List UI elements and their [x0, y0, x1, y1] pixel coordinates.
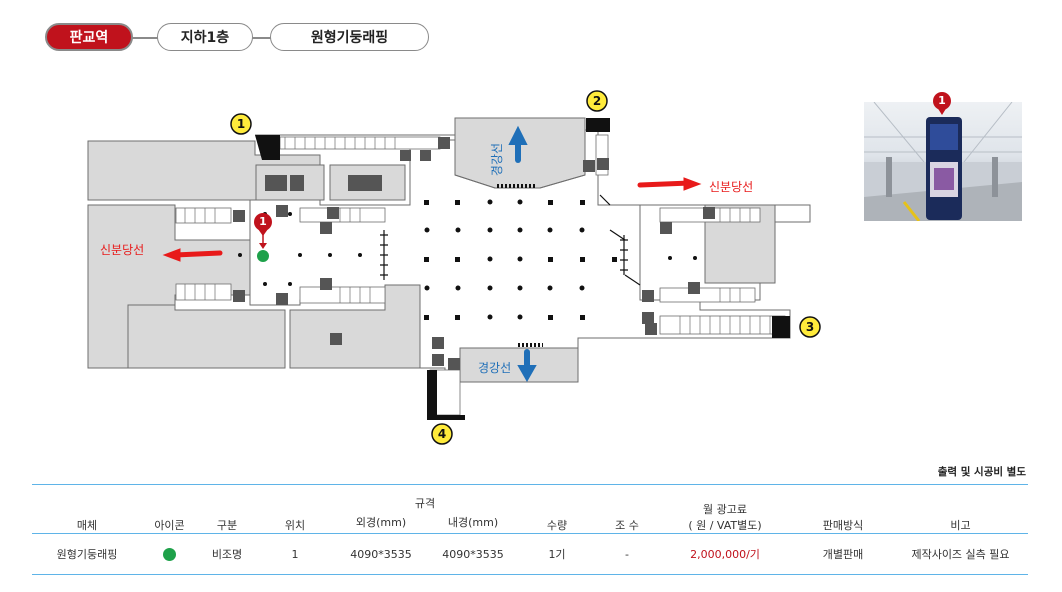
exit-number: 2 — [592, 94, 602, 108]
photo-marker-number: 1 — [938, 94, 946, 107]
header-monthly-fee: 월 광고료 ( 원 / VAT별도) — [657, 484, 793, 534]
exit-number: 4 — [437, 427, 447, 441]
cell-quantity: 1기 — [517, 533, 597, 575]
header-sales: 판매방식 — [793, 484, 893, 534]
cost-note: 출력 및 시공비 별도 — [937, 466, 1026, 478]
header-icon: 아이콘 — [142, 484, 197, 534]
media-spec-table: 매체 아이콘 구분 위치 규격 수량 조 수 월 광고료 ( 원 / VAT별도… — [32, 484, 1028, 575]
location-photo — [864, 102, 1022, 221]
breadcrumb-station[interactable]: 판교역 — [45, 23, 133, 51]
exit-number: 1 — [236, 117, 246, 131]
header-remarks: 비고 — [893, 484, 1028, 534]
table-row: 원형기둥래핑 비조명 1 4090*3535 4090*3535 1기 - 2,… — [32, 533, 1028, 575]
breadcrumb-connector — [130, 37, 162, 39]
line-label-shinbundang-left: 신분당선 — [100, 243, 145, 257]
cell-remarks: 제작사이즈 실측 필요 — [893, 533, 1028, 575]
line-label-shinbundang-right: 신분당선 — [709, 180, 754, 194]
green-dot-icon — [163, 547, 176, 561]
line-label-gyeonggang-bottom: 경강선 — [478, 361, 512, 375]
cell-media: 원형기둥래핑 — [32, 533, 142, 575]
header-monthly-fee-line1: 월 광고료 — [703, 503, 747, 516]
header-inner: 내경(mm) — [447, 516, 499, 529]
header-position: 위치 — [257, 484, 333, 534]
header-monthly-fee-line2: ( 원 / VAT별도) — [688, 519, 762, 532]
header-sides: 조 수 — [597, 484, 657, 534]
header-quantity: 수량 — [517, 484, 597, 534]
station-floor-map — [87, 90, 821, 445]
line-label-gyeonggang-top: 경강선 — [490, 142, 505, 177]
header-spec: 규격 — [333, 484, 517, 511]
breadcrumb-media[interactable]: 원형기둥래핑 — [270, 23, 429, 51]
photo-marker-pin — [933, 92, 951, 115]
cell-icon — [142, 533, 197, 575]
cell-sales: 개별판매 — [793, 533, 893, 575]
cell-outer: 4090*3535 — [333, 533, 429, 575]
cell-inner: 4090*3535 — [429, 533, 517, 575]
breadcrumb-connector — [250, 37, 274, 39]
header-outer: 외경(mm) — [355, 516, 407, 529]
exit-number: 3 — [805, 320, 815, 334]
breadcrumb-floor[interactable]: 지하1층 — [157, 23, 253, 51]
cell-sides: - — [597, 533, 657, 575]
cell-category: 비조명 — [197, 533, 257, 575]
cell-monthly-fee: 2,000,000/기 — [657, 533, 793, 575]
cell-position: 1 — [257, 533, 333, 575]
header-category: 구분 — [197, 484, 257, 534]
location-photo-image — [864, 102, 1022, 221]
header-media: 매체 — [32, 484, 142, 534]
map-marker-number: 1 — [259, 215, 267, 228]
